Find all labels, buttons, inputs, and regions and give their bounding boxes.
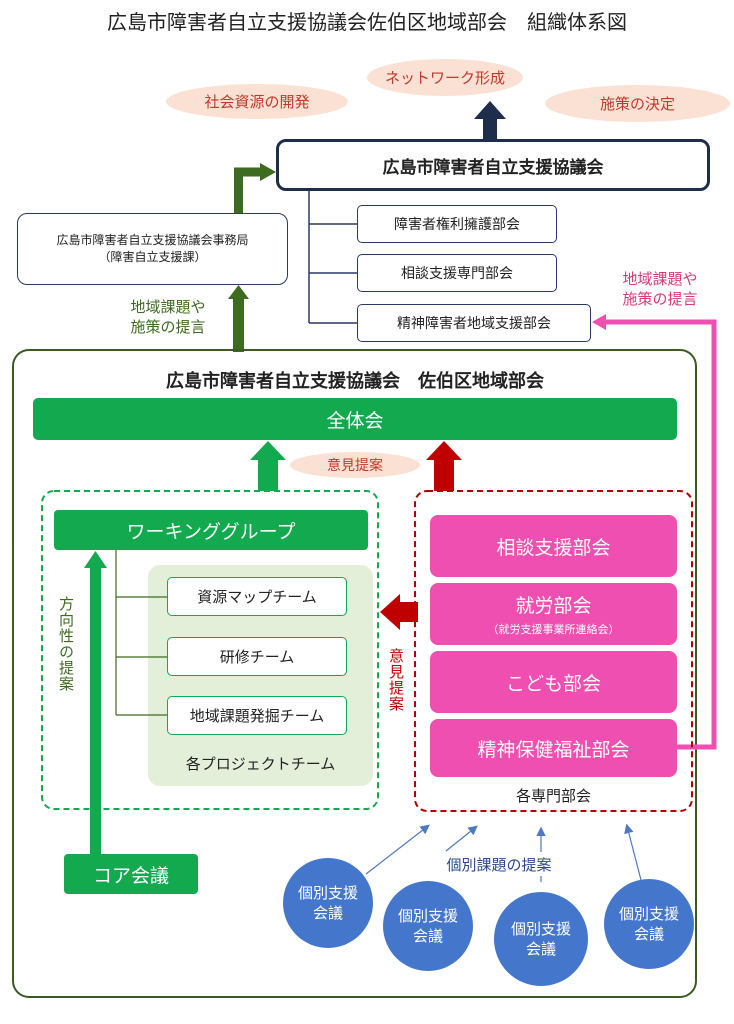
- committee-children: こども部会: [430, 651, 677, 713]
- subcommittee-consultation: 相談支援専門部会: [357, 254, 557, 292]
- committee-employment-note: （就労支援事業所連絡会）: [487, 623, 620, 636]
- individual-meeting-4: 個別支援 会議: [604, 879, 694, 969]
- team-tree: [115, 550, 167, 716]
- core-arrow: [84, 551, 107, 854]
- proposal-pink-line2: 施策の提言: [622, 290, 698, 309]
- individual-meeting-3-line1: 個別支援: [510, 919, 571, 938]
- regional-council-title: 広島市障害者自立支援協議会 佐伯区地域部会: [166, 371, 544, 392]
- individual-meeting-3: 個別支援 会議: [494, 892, 588, 986]
- team-issue-discovery: 地域課題発掘チーム: [167, 696, 347, 735]
- individual-meeting-4-line2: 会議: [633, 925, 664, 943]
- red-arrow-to-zentai: [426, 441, 462, 491]
- proposal-pink-line1: 地域課題や: [622, 270, 698, 288]
- individual-meeting-4-line1: 個別支援: [618, 904, 679, 923]
- opinion-proposal-vertical: 意見提案: [387, 648, 405, 712]
- committee-employment-name: 就労部会: [515, 595, 592, 617]
- opinion-proposal-label: 意見提案: [290, 452, 420, 478]
- green-arrow-to-council: [234, 163, 276, 213]
- committee-mental-health: 精神保健福祉部会: [430, 719, 677, 777]
- team-training: 研修チーム: [167, 637, 347, 676]
- project-teams-label: 各プロジェクトチーム: [185, 754, 336, 773]
- pink-feedback-arrow: [592, 314, 717, 750]
- secretariat-dept: （障害自立支援課）: [98, 250, 207, 264]
- specialized-label: 各専門部会: [515, 786, 591, 805]
- secretariat-name: 広島市障害者自立支援協議会事務局: [56, 232, 249, 247]
- committee-children-name: こども部会: [505, 672, 601, 695]
- individual-meeting-1: 個別支援 会議: [283, 858, 373, 948]
- working-group-box: ワーキンググループ: [54, 510, 368, 550]
- main-council-box: 広島市障害者自立支援協議会: [276, 139, 710, 191]
- subcommittee-tree: [308, 191, 357, 324]
- committee-mental-health-name: 精神保健福祉部会: [477, 738, 630, 761]
- individual-meeting-2-line2: 会議: [412, 927, 443, 945]
- individual-meeting-2-line1: 個別支援: [397, 906, 458, 925]
- goal-social-resources: 社会資源の開発: [166, 84, 348, 119]
- individual-meeting-2: 個別支援 会議: [383, 881, 473, 971]
- committee-consultation: 相談支援部会: [430, 515, 677, 577]
- individual-meeting-1-line2: 会議: [312, 904, 343, 922]
- proposal-label-pink: 地域課題や 施策の提言: [605, 269, 715, 310]
- individual-arrows: [365, 823, 642, 882]
- committee-employment: 就労部会 （就労支援事業所連絡会）: [430, 583, 677, 645]
- page-title: 広島市障害者自立支援協議会佐伯区地域部会 組織体系図: [107, 10, 627, 34]
- proposal-green-line2: 施策の提言: [130, 318, 206, 337]
- proposal-label-green: 地域課題や 施策の提言: [113, 297, 223, 338]
- proposal-green-line1: 地域課題や: [130, 298, 206, 316]
- goal-network: ネットワーク形成: [367, 59, 523, 96]
- working-group-frame: [41, 490, 379, 810]
- goal-policy: 施策の決定: [545, 85, 730, 122]
- core-meeting-box: コア会議: [64, 854, 198, 894]
- navy-up-arrow: [474, 101, 506, 140]
- subcommittee-mental: 精神障害者地域支援部会: [357, 304, 591, 342]
- regional-council-frame: [12, 349, 697, 998]
- subcommittee-rights: 障害者権利擁護部会: [357, 205, 557, 243]
- green-arrow-to-zentai: [250, 441, 286, 491]
- direction-label: 方向性の提案: [57, 596, 75, 692]
- red-arrow-left: [380, 594, 418, 630]
- green-arrow-to-secretariat: [228, 285, 249, 352]
- general-assembly-box: 全体会: [33, 398, 677, 440]
- individual-meeting-3-line2: 会議: [525, 940, 556, 958]
- secretariat-box: 広島市障害者自立支援協議会事務局 （障害自立支援課）: [17, 213, 288, 285]
- team-resource-map: 資源マップチーム: [167, 577, 347, 616]
- individual-meeting-1-line1: 個別支援: [297, 883, 358, 902]
- committee-consultation-name: 相談支援部会: [496, 536, 611, 559]
- individual-proposal-label: 個別課題の提案: [424, 852, 574, 876]
- specialized-frame: [414, 490, 693, 812]
